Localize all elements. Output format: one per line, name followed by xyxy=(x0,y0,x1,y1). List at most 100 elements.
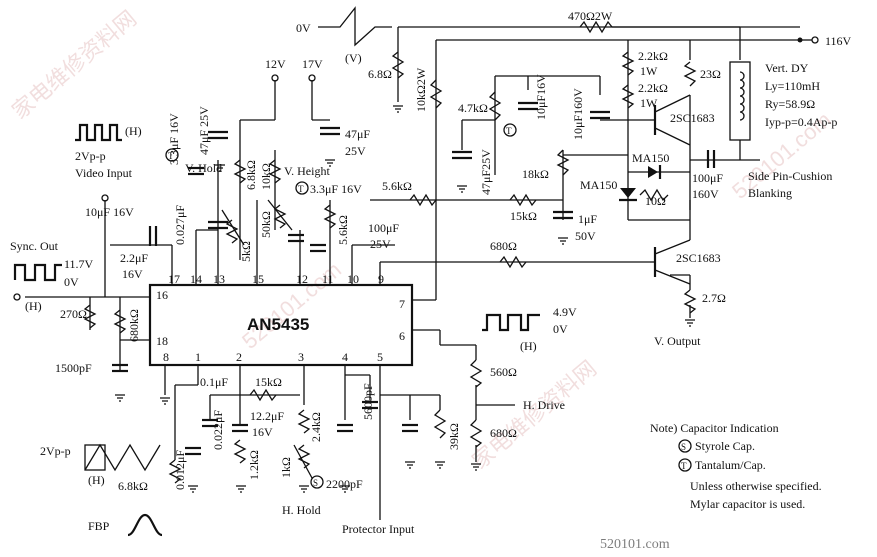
label-c3-3-16b: 3.3μF 16V xyxy=(310,182,362,196)
resistor-6-8k-b xyxy=(168,459,182,484)
label-r5k: 5kΩ xyxy=(239,241,253,262)
label-c10u160: 10μF160V xyxy=(571,88,585,140)
label-fbp-h: (H) xyxy=(88,473,105,487)
resistor-23 xyxy=(683,61,697,87)
label-17v: 17V xyxy=(302,57,323,71)
label-c2-2u-v: 16V xyxy=(122,267,143,281)
resistor-1k xyxy=(297,444,311,469)
watermark-text: 家电维修资料网 xyxy=(467,356,601,474)
pin-4: 4 xyxy=(342,350,348,364)
capacitor-group xyxy=(112,101,716,456)
ic-name: AN5435 xyxy=(247,315,309,334)
resistor-18k xyxy=(556,149,570,176)
pin-11: 11 xyxy=(322,272,334,286)
resistor-6-8k-top xyxy=(233,159,247,184)
label-r10: 10Ω xyxy=(645,194,666,208)
resistor-5-6k-v xyxy=(323,204,337,229)
waveform-sync xyxy=(13,263,62,282)
label-c1u: 1μF xyxy=(578,212,597,226)
label-c2200: 2200pF xyxy=(326,477,363,491)
label-r50k: 50kΩ xyxy=(259,211,273,238)
label-c01: 0.1μF xyxy=(200,375,228,389)
label-dy-i: Iyp-p=0.4Ap-p xyxy=(765,115,837,129)
label-r15k-b: 15kΩ xyxy=(255,375,282,389)
label-r18k: 18kΩ xyxy=(522,167,549,181)
label-r23: 23Ω xyxy=(700,67,721,81)
label-r2-4k: 2.4kΩ xyxy=(309,412,323,442)
label-r2-2k-b: 2.2kΩ xyxy=(638,81,668,95)
resistor-39k xyxy=(433,409,447,439)
label-v-hold: V. Hold xyxy=(185,161,222,175)
pin-17: 17 xyxy=(168,272,180,286)
resistor-680b xyxy=(469,419,483,448)
label-1w-a: 1W xyxy=(640,64,658,78)
label-r680k: 680kΩ xyxy=(127,309,141,342)
terminal-h-in xyxy=(13,293,21,301)
label-h-hold: H. Hold xyxy=(282,503,321,517)
pin-3: 3 xyxy=(298,350,304,364)
label-fbp-vpp: 2Vp-p xyxy=(40,444,71,458)
resistor-270 xyxy=(83,304,97,329)
label-r10k-left: 10kΩ xyxy=(259,163,273,190)
resistor-2-4k xyxy=(297,409,311,434)
pin-9: 9 xyxy=(378,272,384,286)
resistor-15k xyxy=(509,193,537,207)
resistor-10k-2w xyxy=(429,79,443,109)
label-video-vpp: 2Vp-p xyxy=(75,149,106,163)
resistor-2-2k-b xyxy=(621,84,635,109)
label-v-wave: (V) xyxy=(345,51,362,65)
label-q2: 2SC1683 xyxy=(676,251,721,265)
label-r39k: 39kΩ xyxy=(447,423,461,450)
label-v-height: V. Height xyxy=(284,164,330,178)
label-116v: 116V xyxy=(825,34,852,48)
pin-8: 8 xyxy=(163,350,169,364)
note-s-sym: S xyxy=(681,442,686,452)
label-c1500p: 1500pF xyxy=(55,361,92,375)
pin-12: 12 xyxy=(296,272,308,286)
deflection-yoke xyxy=(729,61,751,141)
label-c47-right: 47μF xyxy=(345,127,370,141)
label-c100-25: 100μF xyxy=(368,221,399,235)
resistor-6-8 xyxy=(391,51,405,79)
note-unless: Unless otherwise specified. xyxy=(690,479,822,493)
label-c10u16: 10μF16V xyxy=(534,74,548,120)
transistor-q1 xyxy=(650,94,691,146)
terminal-17v xyxy=(308,74,316,82)
resistor-10k-top xyxy=(268,159,282,184)
resistor-560 xyxy=(469,359,483,388)
label-s-sym-b: S xyxy=(313,478,318,488)
label-c10u16-left: 10μF 16V xyxy=(85,205,134,219)
waveform-fbp-box xyxy=(84,444,106,471)
transistor-q2 xyxy=(650,239,691,285)
label-c0027: 0.027μF xyxy=(173,205,187,245)
label-0v-sync: 0V xyxy=(64,275,79,289)
label-h-sync: (H) xyxy=(25,299,42,313)
ic-an5435: AN5435 17 14 13 15 12 11 10 9 16 18 7 6 … xyxy=(148,272,414,367)
label-c0012: 0.012μF xyxy=(173,450,187,490)
waveform-v-ramp xyxy=(318,6,392,47)
resistor-680 xyxy=(499,255,527,269)
label-r5-6k-a: 5.6kΩ xyxy=(382,179,412,193)
resistor-15k-b xyxy=(249,388,277,402)
diode-ma150b xyxy=(619,188,637,202)
label-r270: 270Ω xyxy=(60,307,87,321)
waveform-fbp-pulse xyxy=(127,513,163,537)
label-r6-8: 6.8Ω xyxy=(368,67,392,81)
label-h-drive: H. Drive xyxy=(523,398,565,412)
label-c47-right-v: 25V xyxy=(345,144,366,158)
resistor-10 xyxy=(639,188,669,202)
label-r680b: 680Ω xyxy=(490,426,517,440)
label-c12-2-v: 16V xyxy=(252,425,273,439)
label-r2-7: 2.7Ω xyxy=(702,291,726,305)
label-c47-25: 47μF 25V xyxy=(197,106,211,155)
labels: 0V 12V 17V 116V (V) 470Ω2W 6.8Ω 10kΩ2W 4… xyxy=(10,9,852,536)
label-ma150b: MA150 xyxy=(580,178,617,192)
pin-15: 15 xyxy=(252,272,264,286)
components xyxy=(13,6,819,537)
note-mylar: Mylar capacitor is used. xyxy=(690,497,805,511)
terminal-sync xyxy=(101,194,109,202)
pin-1: 1 xyxy=(195,350,201,364)
label-c12-2: 12.2μF xyxy=(250,409,284,423)
